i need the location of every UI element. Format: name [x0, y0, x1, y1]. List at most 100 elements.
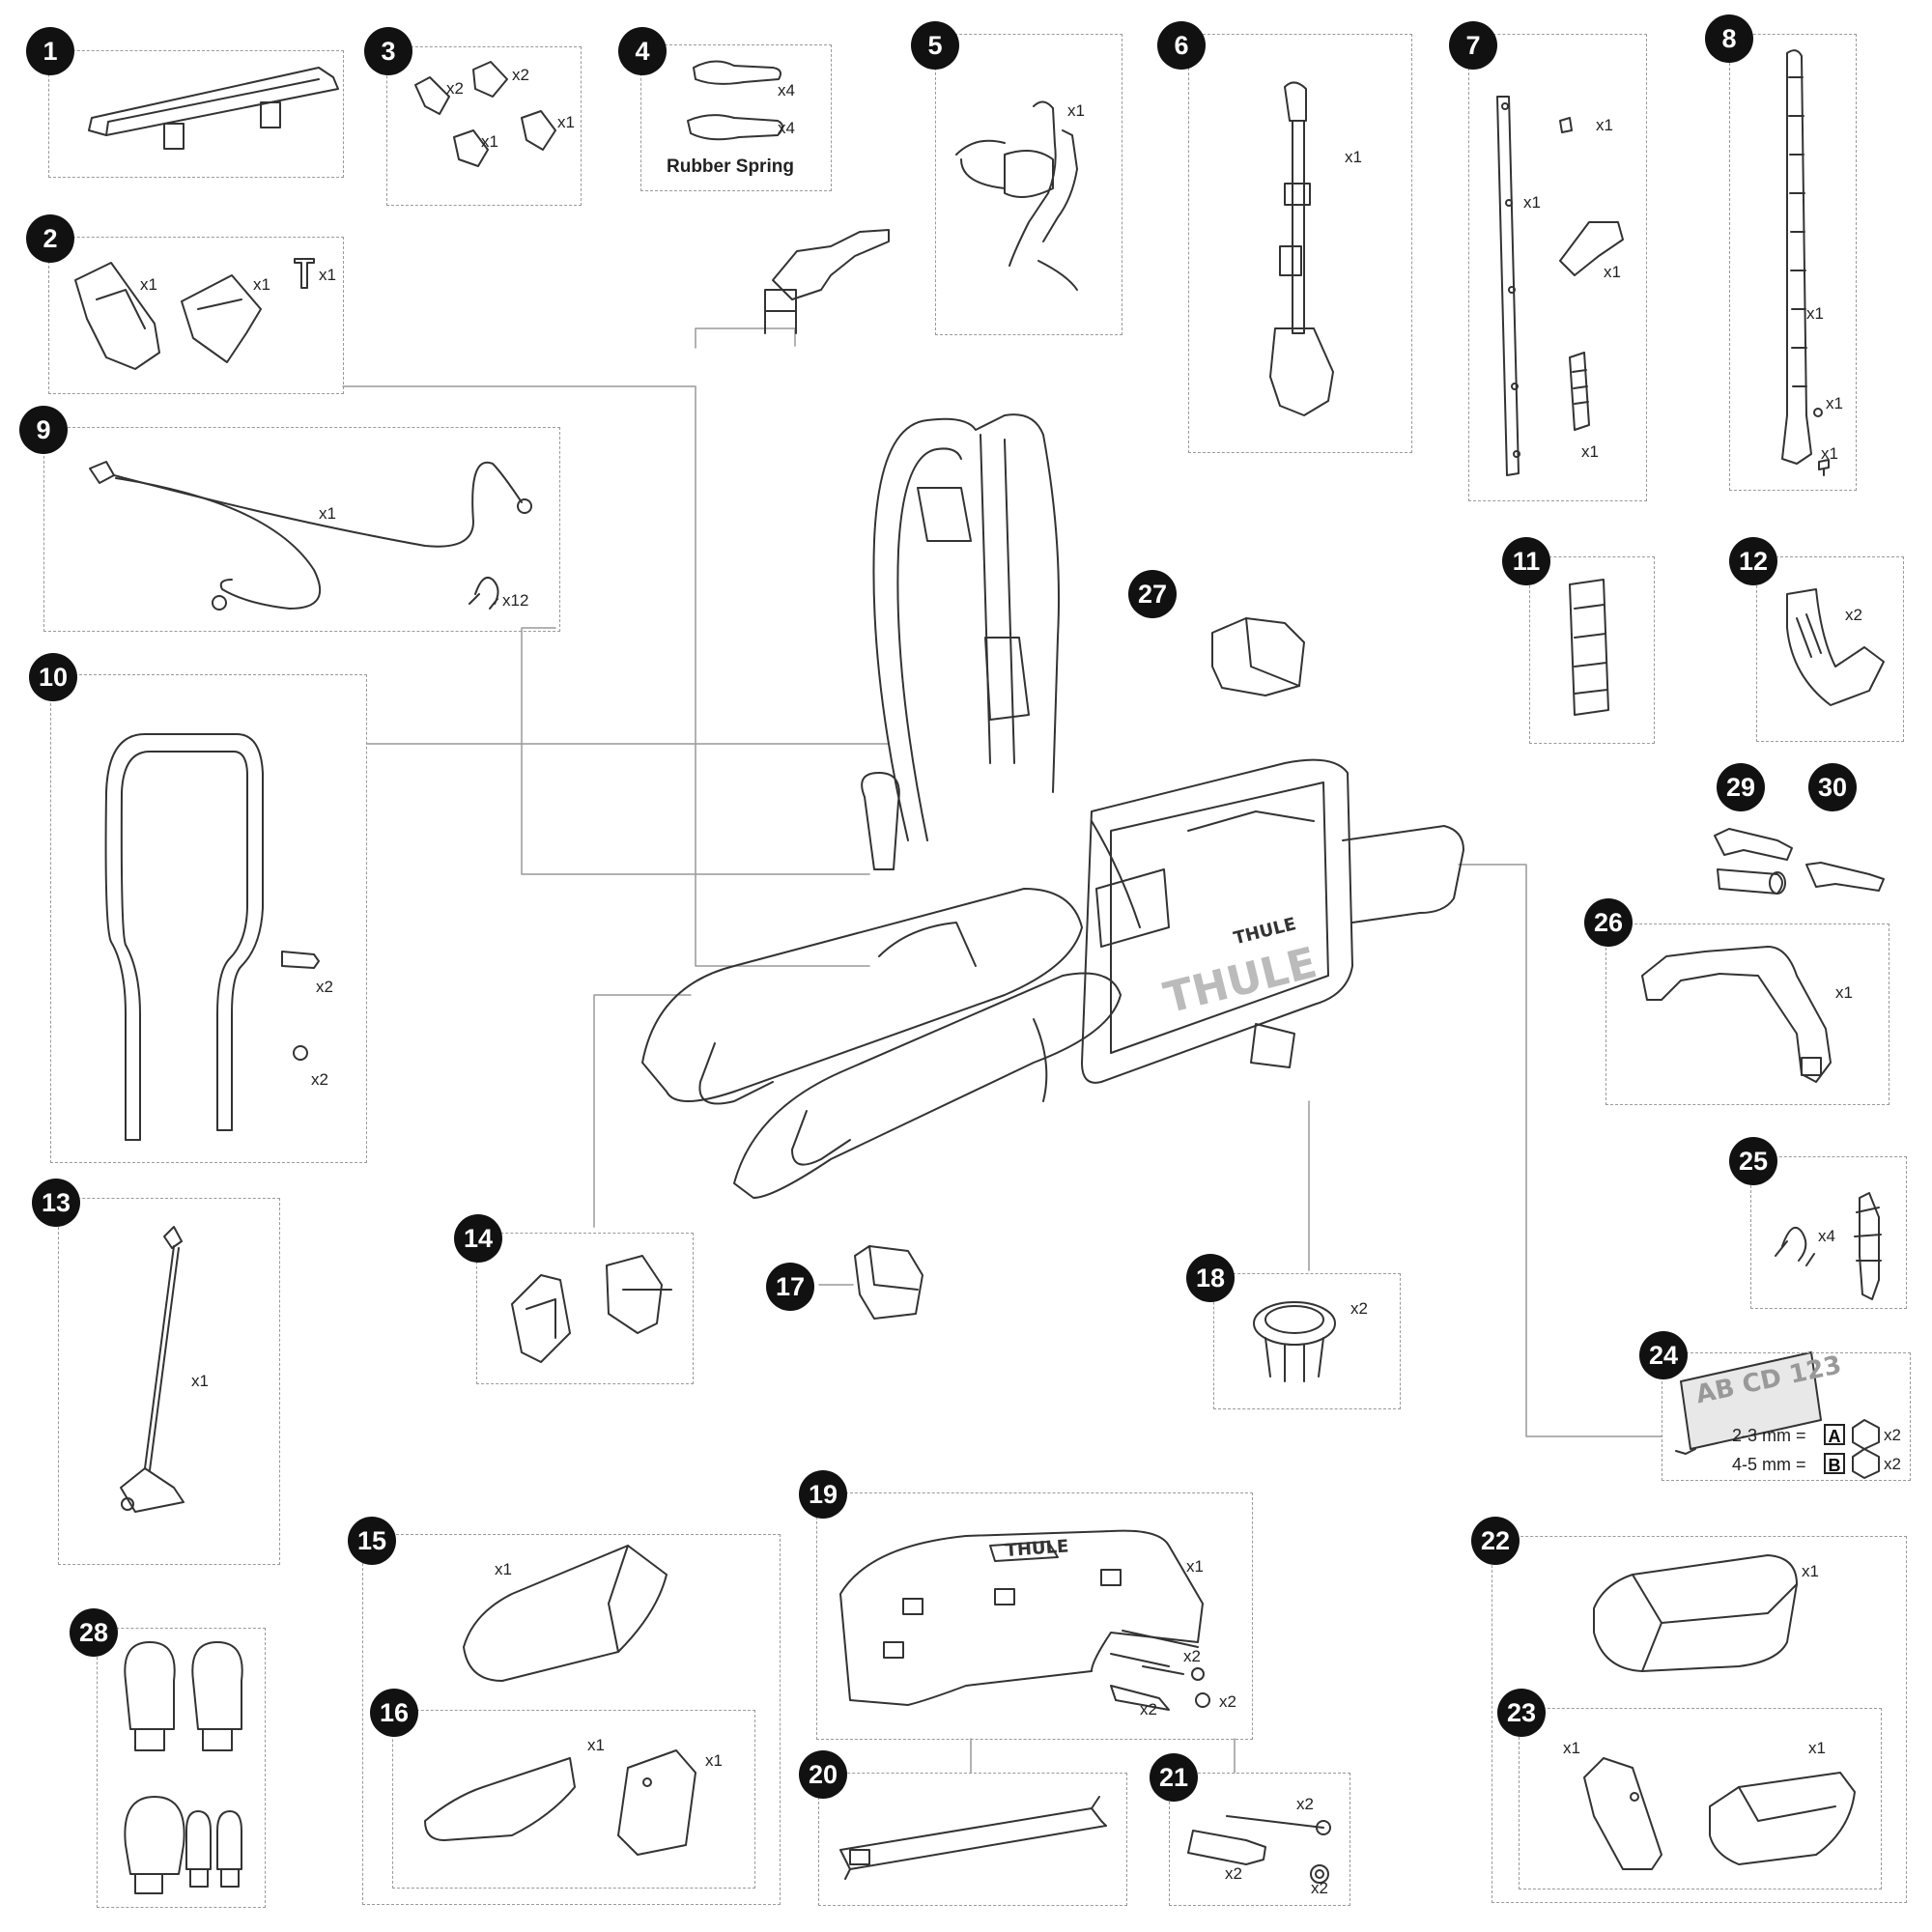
part-5-number: 5 — [911, 21, 959, 70]
part-30-number: 30 — [1808, 763, 1857, 811]
main-carrier-drawing — [641, 413, 1464, 1199]
part-12-qty: x2 — [1845, 606, 1862, 624]
part-2-drawing — [74, 258, 315, 370]
part-10-number: 10 — [29, 653, 77, 701]
part-10-drawing — [104, 733, 320, 1141]
part-2-box — [48, 237, 344, 394]
part-15-qty: x1 — [495, 1560, 512, 1578]
part-24-drawing — [1675, 1351, 1880, 1479]
part-1-box — [48, 50, 344, 178]
part-25-drawing — [1775, 1192, 1882, 1300]
part-21-qty-a: x2 — [1296, 1795, 1314, 1813]
part-6-number: 6 — [1157, 21, 1206, 70]
part-28-drawing — [124, 1641, 243, 1894]
part-19-qty-a: x1 — [1186, 1557, 1204, 1576]
part-13-number: 13 — [32, 1179, 80, 1227]
part-4-box — [640, 44, 832, 191]
part-7-drawing — [1496, 96, 1624, 476]
part-16-qty-a: x1 — [587, 1736, 605, 1754]
leader-line-2 — [342, 385, 870, 967]
part-8-box — [1729, 34, 1857, 491]
part-26-number: 26 — [1584, 898, 1633, 947]
part-10-box — [50, 674, 367, 1163]
part-25-box — [1750, 1156, 1907, 1309]
part-19-qty-b: x2 — [1183, 1647, 1201, 1665]
part-17-number: 17 — [766, 1263, 814, 1311]
part-10-qty-a: x2 — [316, 978, 333, 996]
part-3-number: 3 — [364, 27, 412, 75]
part-8-qty-a: x1 — [1806, 304, 1824, 323]
part-9-box — [43, 427, 560, 632]
part-3-qty-c: x1 — [481, 132, 498, 151]
part-8-number: 8 — [1705, 14, 1753, 63]
part-18-box — [1213, 1273, 1401, 1409]
part-26-drawing — [1641, 946, 1832, 1083]
part-23-box — [1519, 1708, 1882, 1889]
part-29-number: 29 — [1717, 763, 1765, 811]
part-15-drawing — [463, 1545, 668, 1682]
part-14-number: 14 — [454, 1214, 502, 1263]
part-16-box — [392, 1710, 755, 1889]
part-1-drawing — [88, 67, 339, 150]
spec-b-qty: x2 — [1884, 1455, 1901, 1473]
spec-a-qty: x2 — [1884, 1426, 1901, 1444]
part-9-qty-b: x12 — [502, 591, 529, 610]
part-19-qty-d: x2 — [1219, 1692, 1236, 1711]
leader-line-4 — [695, 327, 796, 349]
part-16-number: 16 — [370, 1689, 418, 1737]
part-27-drawing — [1211, 617, 1305, 696]
part-21-qty-b: x2 — [1225, 1864, 1242, 1883]
part-21-box — [1169, 1773, 1350, 1906]
part-5-qty: x1 — [1067, 101, 1085, 120]
part-2-number: 2 — [26, 214, 74, 263]
part-23-drawing — [1583, 1757, 1856, 1870]
part-12-box — [1756, 556, 1904, 742]
part-16-qty-b: x1 — [705, 1751, 723, 1770]
part-11-box — [1529, 556, 1655, 744]
part-19-box — [816, 1492, 1253, 1740]
part-10-qty-b: x2 — [311, 1070, 328, 1089]
part-21-number: 21 — [1150, 1753, 1198, 1802]
part-15-box — [362, 1534, 781, 1905]
part-7-number: 7 — [1449, 21, 1497, 70]
part-5-box — [935, 34, 1122, 335]
part-2-qty-a: x1 — [140, 275, 157, 294]
leader-line-14 — [593, 994, 692, 1228]
part-4-number: 4 — [618, 27, 667, 75]
part-9-qty-a: x1 — [319, 504, 336, 523]
part-11-drawing — [1569, 579, 1609, 716]
part-4-drawing — [687, 60, 890, 334]
part-7-qty-b: x1 — [1523, 193, 1541, 212]
part-4-qty-a: x4 — [778, 81, 795, 99]
part-6-box — [1188, 34, 1412, 453]
part-2-qty-b: x1 — [253, 275, 270, 294]
rubber-spring-label: Rubber Spring — [667, 156, 794, 177]
part-27-number: 27 — [1128, 570, 1177, 618]
part-22-number: 22 — [1471, 1517, 1520, 1565]
part-15-number: 15 — [348, 1517, 396, 1565]
part-6-drawing — [1269, 81, 1334, 416]
part-28-box — [97, 1628, 266, 1908]
spec-a-code: A — [1824, 1424, 1845, 1446]
part-9-number: 9 — [19, 406, 68, 454]
part-26-box — [1605, 923, 1889, 1105]
part-7-qty-a: x1 — [1596, 116, 1613, 134]
part-11-number: 11 — [1502, 537, 1550, 585]
part-9-drawing — [89, 461, 532, 611]
part-4-qty-b: x4 — [778, 119, 795, 137]
part-7-qty-c: x1 — [1604, 263, 1621, 281]
part-22-drawing — [1593, 1554, 1798, 1672]
part-21-drawing — [1187, 1815, 1331, 1884]
part-19-number: 19 — [799, 1470, 847, 1519]
part-14-box — [476, 1233, 694, 1384]
part-8-qty-c: x1 — [1821, 444, 1838, 463]
part-12-number: 12 — [1729, 537, 1777, 585]
leader-line-24 — [1458, 864, 1662, 1437]
part-13-qty: x1 — [191, 1372, 209, 1390]
part-26-qty: x1 — [1835, 983, 1853, 1002]
part-1-number: 1 — [26, 27, 74, 75]
part-13-drawing — [120, 1226, 185, 1513]
part-3-box — [386, 46, 582, 206]
part-7-box — [1468, 34, 1647, 501]
